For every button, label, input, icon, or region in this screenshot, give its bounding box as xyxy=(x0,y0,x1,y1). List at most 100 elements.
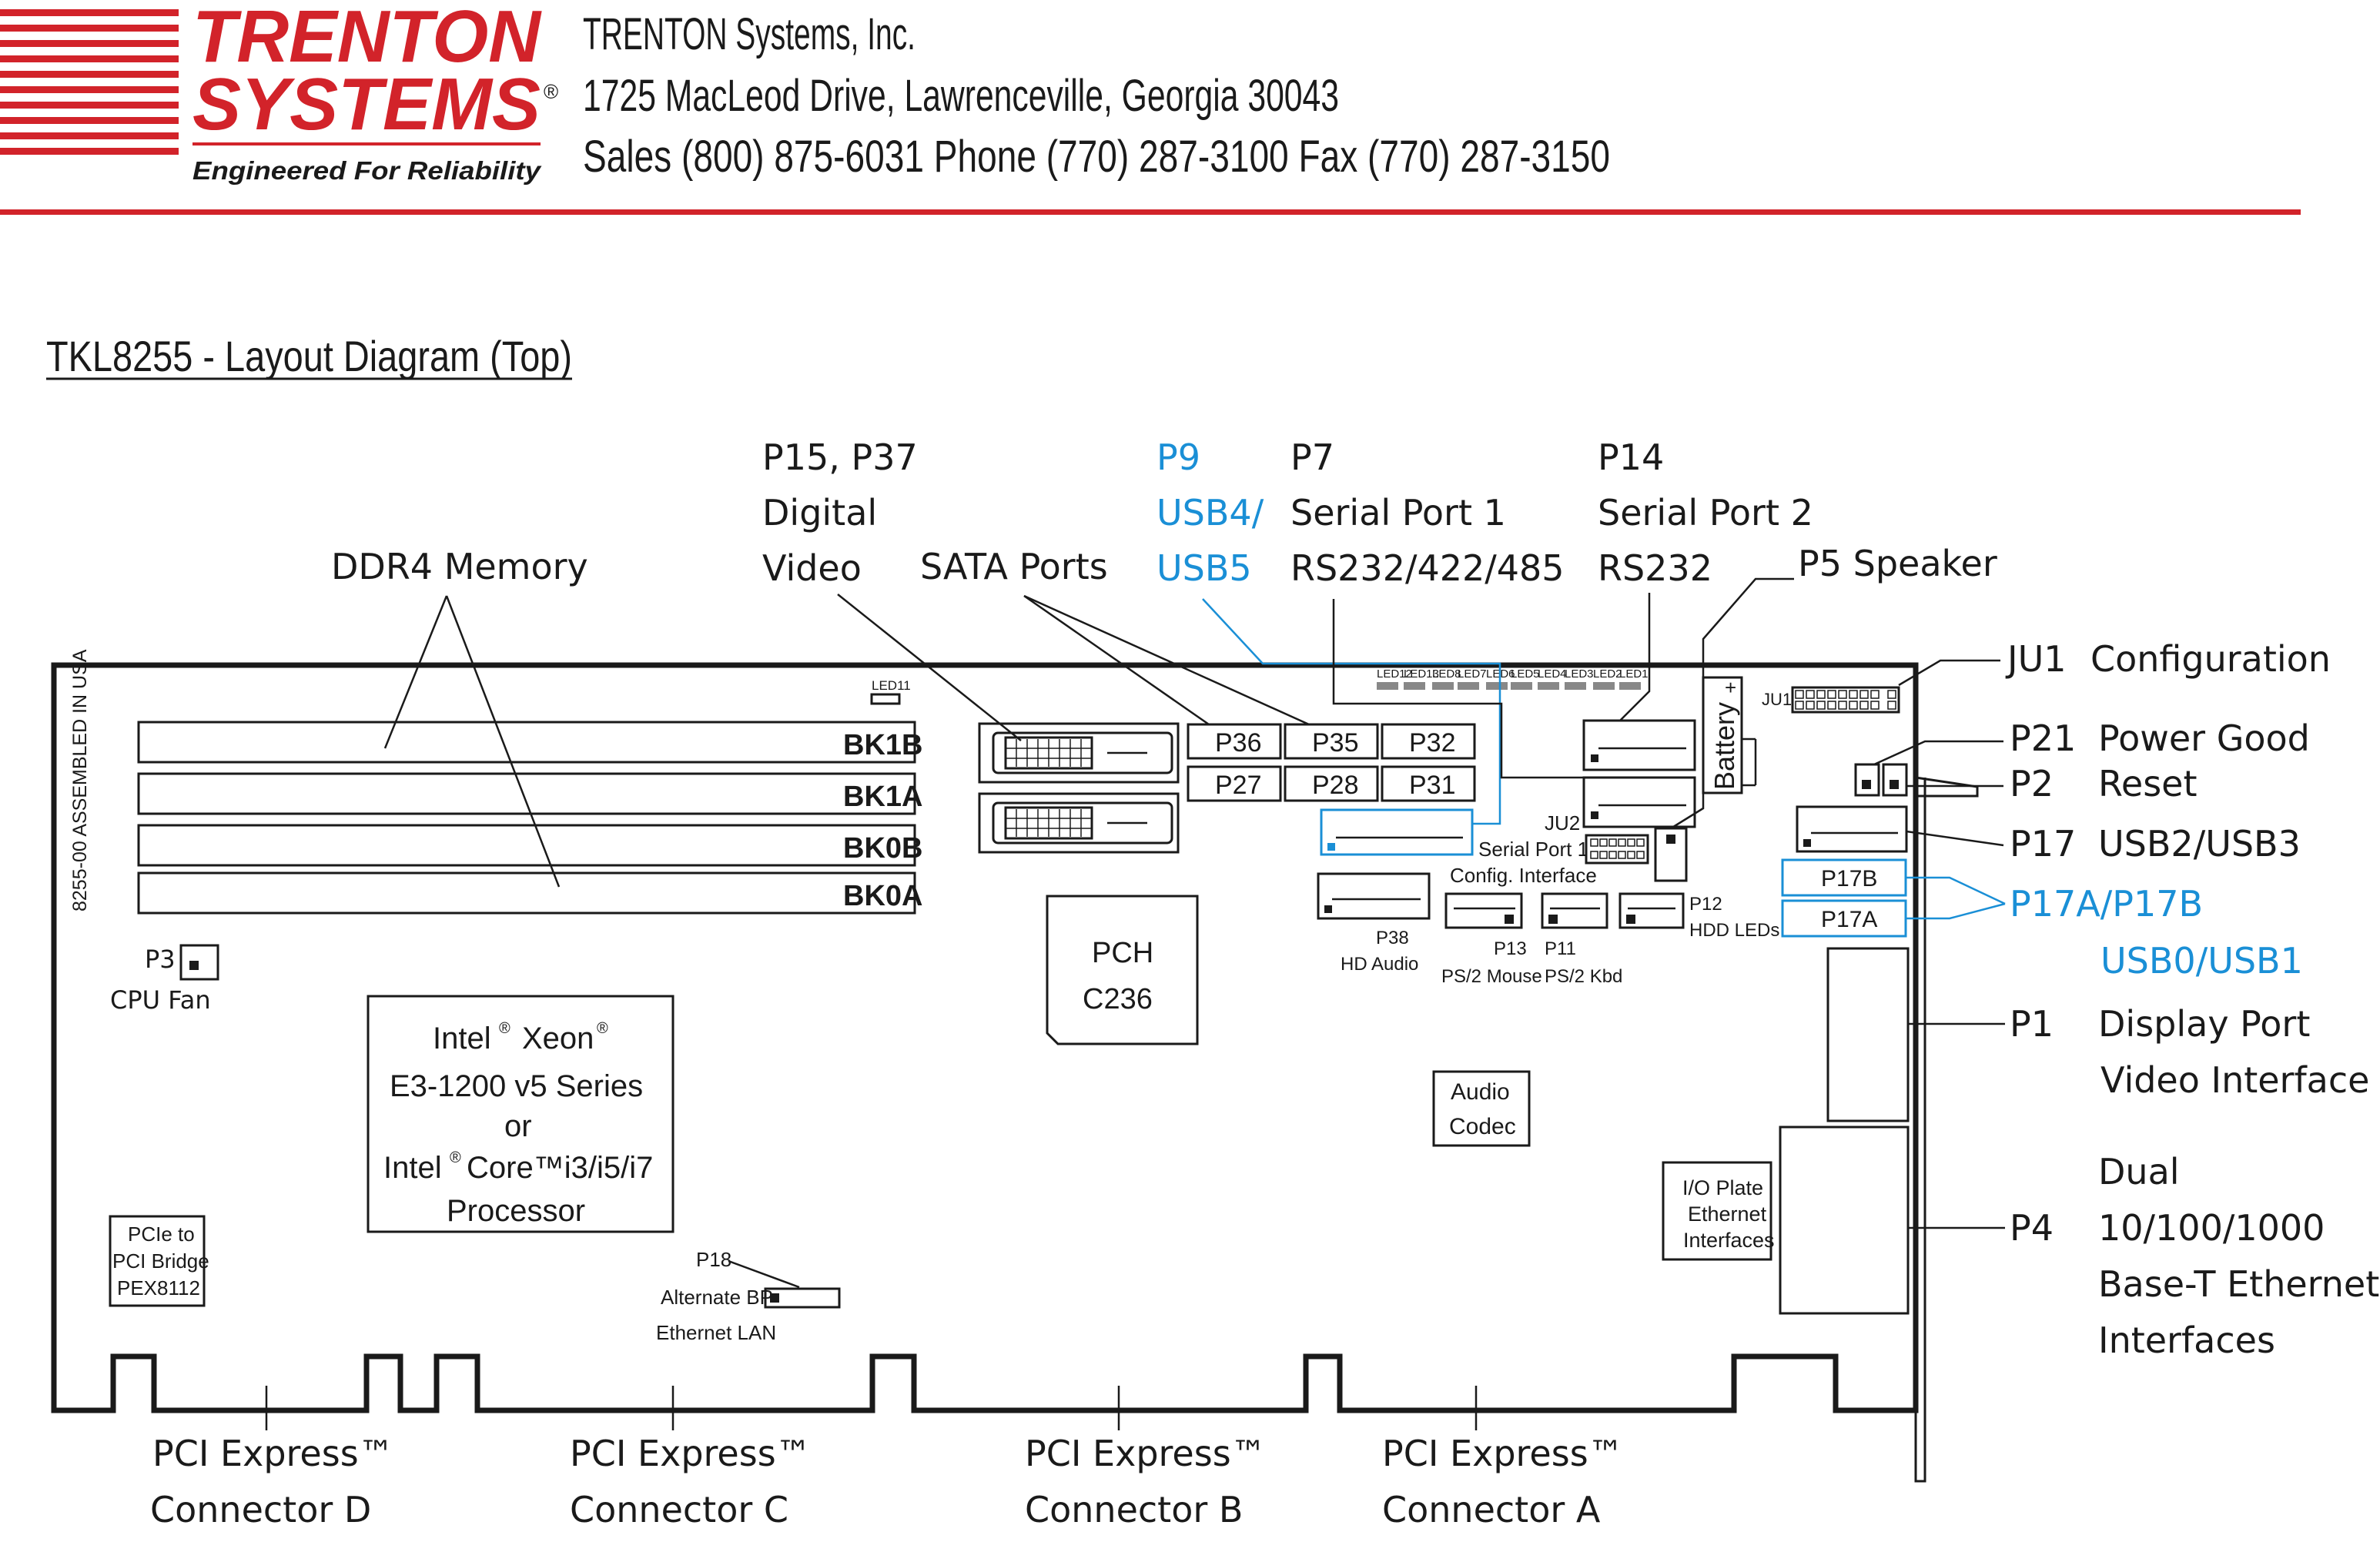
label-serial-port-1: Serial Port 1 xyxy=(1290,492,1506,534)
serial-headers xyxy=(1582,719,1696,828)
label-power-good: Power Good xyxy=(2098,717,2310,759)
p18-label: P18 xyxy=(696,1248,731,1271)
cpu-intel: Intel xyxy=(433,1022,491,1055)
p3-label: P3 xyxy=(145,945,176,974)
ju1-board-label: JU1 xyxy=(1762,690,1792,709)
assembled-in-usa-text: 8255-00 ASSEMBLED IN USA xyxy=(69,649,91,911)
bridge-label-3: PEX8112 xyxy=(117,1276,200,1299)
label-p17: P17 xyxy=(2010,823,2076,865)
p18-header: P18 Alternate BP Ethernet LAN xyxy=(656,1248,841,1344)
p3-cpu-fan: P3 CPU Fan xyxy=(110,944,219,1015)
p4-ethernet-connector xyxy=(1779,1126,1910,1315)
label-ddr4-memory: DDR4 Memory xyxy=(331,546,588,587)
cpu-or: or xyxy=(504,1109,532,1143)
p11-label: P11 xyxy=(1545,938,1576,959)
label-pcie-c: PCI Express™ xyxy=(570,1433,812,1474)
ju2-label: JU2 xyxy=(1545,811,1580,835)
pch-model: C236 xyxy=(1083,983,1153,1015)
company-address-block: TRENTON Systems, Inc. 1725 MacLeod Drive… xyxy=(583,9,1610,182)
io-plate-label-1: I/O Plate xyxy=(1682,1176,1763,1199)
label-digital-video-ports: P15, P37 xyxy=(762,436,918,478)
label-connector-a: Connector A xyxy=(1382,1489,1601,1530)
pch-label: PCH xyxy=(1092,937,1153,969)
pcie-pci-bridge-chip: PCIe to PCI Bridge PEX8112 xyxy=(109,1215,209,1307)
company-logo: TRENTON SYSTEMS ® Engineered For Reliabi… xyxy=(0,0,558,185)
p17-usb-header xyxy=(1796,805,1908,853)
logo-trenton: TRENTON xyxy=(192,0,542,78)
label-pcie-b: PCI Express™ xyxy=(1025,1433,1267,1474)
pch-chip: PCH C236 xyxy=(1046,895,1199,1045)
p21-p2-headers xyxy=(1854,763,1908,797)
label-usb2-usb3: USB2/USB3 xyxy=(2098,823,2301,865)
label-video-interface: Video Interface xyxy=(2100,1059,2369,1101)
memory-bank-bk1a: BK1A xyxy=(843,781,922,813)
label-reset: Reset xyxy=(2098,763,2198,804)
label-p9-usb5: USB5 xyxy=(1157,547,1252,589)
p17a-p17b-connectors: P17B P17A xyxy=(1781,858,1907,938)
label-p5-speaker: P5 Speaker xyxy=(1798,543,1997,584)
led1-label: LED1 xyxy=(1619,667,1649,681)
label-connector-c: Connector C xyxy=(570,1489,788,1530)
label-connector-b: Connector B xyxy=(1025,1489,1243,1530)
label-p7: P7 xyxy=(1290,436,1334,478)
led4-label: LED4 xyxy=(1538,667,1567,681)
label-rs232-422-485: RS232/422/485 xyxy=(1290,547,1565,589)
label-interfaces: Interfaces xyxy=(2098,1320,2275,1361)
cpu-intel-2-reg: ® xyxy=(450,1149,461,1166)
label-rs232: RS232 xyxy=(1598,547,1712,589)
p38-desc: HD Audio xyxy=(1341,954,1418,975)
memory-banks: BK1B BK1A BK0B BK0A xyxy=(137,721,922,915)
leader-lines xyxy=(265,577,2006,1430)
cpu-intel-2: Intel xyxy=(383,1151,442,1185)
io-plate-box: I/O Plate Ethernet Interfaces xyxy=(1662,1161,1775,1261)
led12-label: LED12 xyxy=(1377,667,1412,681)
callouts-right: JU1 Configuration P21 Power Good P2 Rese… xyxy=(2005,638,2379,1361)
memory-bank-bk0a: BK0A xyxy=(843,880,922,912)
io-plate-label-3: Interfaces xyxy=(1683,1229,1775,1252)
label-digital-video-2: Video xyxy=(762,547,862,589)
label-ju1: JU1 xyxy=(2005,638,2067,680)
audio-codec-label-2: Codec xyxy=(1449,1114,1516,1139)
sata-port-p36: P36 xyxy=(1215,728,1262,758)
battery-label: Battery xyxy=(1709,702,1740,790)
cpu-core: Core™i3/i5/i7 xyxy=(467,1151,653,1185)
logo-systems: SYSTEMS xyxy=(192,63,541,146)
label-p1: P1 xyxy=(2010,1003,2054,1045)
memory-bank-bk1b: BK1B xyxy=(843,729,922,761)
led13-label: LED13 xyxy=(1404,667,1439,681)
audio-codec-label-1: Audio xyxy=(1451,1079,1510,1105)
cpu-socket: Intel ® Xeon ® E3-1200 v5 Series or Inte… xyxy=(367,995,675,1233)
cpu-processor: Processor xyxy=(447,1194,585,1228)
ju2-jumper: JU2 Serial Port 1 Config. Interface xyxy=(1450,811,1649,887)
dvi-connectors xyxy=(978,722,1180,854)
ju2-serial-port-1: Serial Port 1 xyxy=(1478,838,1588,861)
callouts-bottom: PCI Express™ Connector D PCI Express™ Co… xyxy=(150,1433,1624,1530)
p12-label: P12 xyxy=(1689,894,1722,915)
battery: Battery + xyxy=(1702,676,1757,794)
p1-display-port-connector xyxy=(1826,947,1910,1122)
led11-label: LED11 xyxy=(872,678,911,693)
label-p9: P9 xyxy=(1157,436,1200,478)
cpu-series: E3-1200 v5 Series xyxy=(390,1069,643,1103)
label-p2: P2 xyxy=(2010,763,2054,804)
sata-port-p28: P28 xyxy=(1312,771,1359,800)
led2-label: LED2 xyxy=(1593,667,1622,681)
label-p17a-p17b: P17A/P17B xyxy=(2010,883,2203,925)
sata-ports-grid: P36 P35 P32 P27 P28 P31 xyxy=(1187,723,1476,802)
label-sata-ports: SATA Ports xyxy=(920,546,1108,587)
p17b-label: P17B xyxy=(1821,866,1877,891)
header-divider xyxy=(0,209,2301,215)
ju2-config-interface: Config. Interface xyxy=(1450,864,1597,887)
callouts-top: DDR4 Memory P15, P37 Digital Video SATA … xyxy=(331,436,1997,589)
p13-desc: PS/2 Mouse xyxy=(1441,966,1542,987)
sata-port-p27: P27 xyxy=(1215,771,1262,800)
cpu-xeon-reg: ® xyxy=(597,1020,608,1037)
label-serial-port-2: Serial Port 2 xyxy=(1598,492,1813,534)
board-outline xyxy=(51,662,1979,1483)
p18-desc-1: Alternate BP xyxy=(661,1286,773,1309)
p3-desc: CPU Fan xyxy=(110,985,211,1015)
memory-bank-bk0b: BK0B xyxy=(843,832,922,865)
page-title: TKL8255 - Layout Diagram (Top) xyxy=(46,332,572,380)
led7-label: LED7 xyxy=(1458,667,1487,681)
